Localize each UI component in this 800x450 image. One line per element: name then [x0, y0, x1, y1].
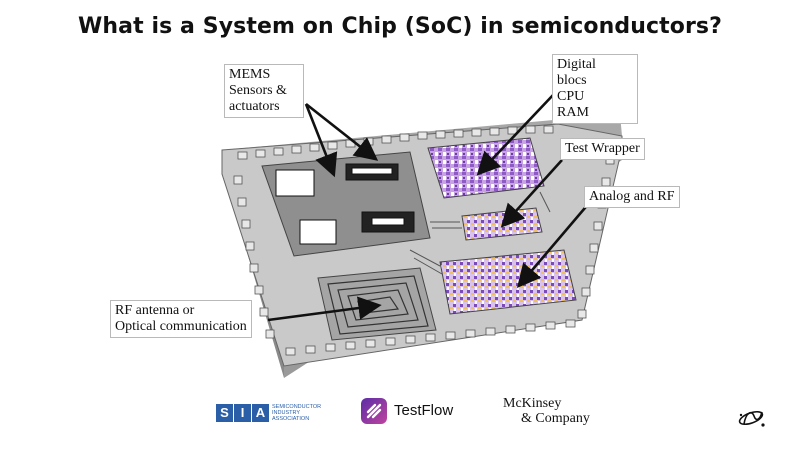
digital-label: Digital blocs CPU RAM [552, 54, 638, 124]
interconnect-wires [409, 191, 551, 275]
mckinsey-logo: McKinsey & Company [503, 396, 590, 426]
testflow-wordmark: TestFlow [394, 402, 454, 419]
rf-spiral [327, 275, 429, 335]
soc-diagram: MEMS Sensors & actuators Digital blocs C… [110, 52, 690, 380]
analog-rf-label: Analog and RF [584, 186, 680, 208]
test-wrapper-label: Test Wrapper [560, 138, 645, 160]
rf-antenna-block [317, 267, 437, 341]
sia-letter-i: I [234, 404, 251, 422]
analog-rf-block [439, 249, 577, 315]
testflow-logo-icon [361, 398, 387, 424]
partner-logos: S I A SEMICONDUCTOR INDUSTRY ASSOCIATION… [0, 392, 800, 432]
annotation-arrows [267, 93, 591, 322]
mems-components [275, 163, 415, 245]
sia-wordmark: SEMICONDUCTOR INDUSTRY ASSOCIATION [272, 404, 322, 422]
sia-letter-a: A [252, 404, 269, 422]
atom-signature-icon [736, 406, 768, 430]
rf-antenna-label: RF antenna or Optical communication [110, 300, 252, 338]
pad-ring [233, 125, 615, 356]
sia-letter-s: S [216, 404, 233, 422]
soc-chip-illustration [221, 93, 623, 378]
page-title: What is a System on Chip (SoC) in semico… [78, 14, 722, 39]
mems-label: MEMS Sensors & actuators [224, 64, 304, 118]
